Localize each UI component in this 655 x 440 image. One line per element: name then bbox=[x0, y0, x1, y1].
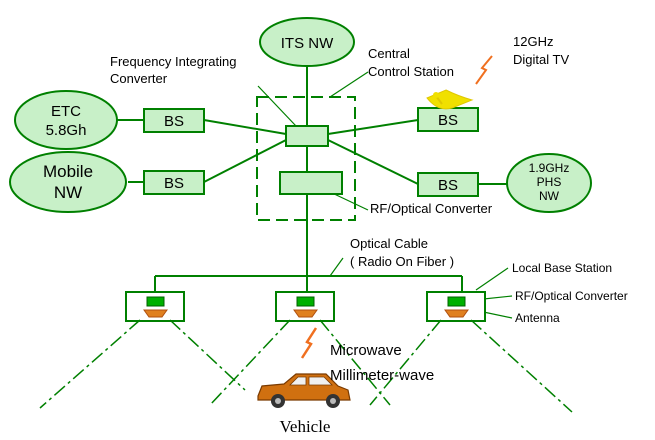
bs-etc: BS bbox=[143, 108, 205, 133]
bs-mobile: BS bbox=[143, 170, 205, 195]
etc-network-label-2: 5.8Gh bbox=[46, 122, 87, 139]
freq-conv-label-2: Converter bbox=[110, 71, 168, 86]
phs-network-label-1: 1.9GHz bbox=[529, 161, 570, 175]
rf-optical-converter-central bbox=[279, 171, 343, 195]
leader-local-bs bbox=[475, 267, 509, 291]
central-label-1: Central bbox=[368, 46, 410, 61]
rf-optical-converter-left bbox=[146, 296, 165, 307]
coverage-beams bbox=[39, 319, 573, 413]
vehicle-label: Vehicle bbox=[280, 417, 331, 436]
connections bbox=[116, 64, 507, 293]
its-network-label: ITS NW bbox=[281, 35, 334, 52]
beam-center-a bbox=[209, 319, 291, 406]
link-bs-converter-etc bbox=[203, 119, 287, 135]
rf-optical-converter-right bbox=[447, 296, 466, 307]
leader-freq-conv bbox=[257, 85, 297, 127]
optical-cable-label-1: Optical Cable bbox=[350, 236, 428, 251]
freq-conv-label-1: Frequency Integrating bbox=[110, 54, 236, 69]
link-converter-bs-tv bbox=[327, 119, 419, 135]
satellite-dish-icon bbox=[426, 89, 474, 110]
bs-phs: BS bbox=[417, 172, 479, 197]
antenna-label: Antenna bbox=[515, 311, 560, 325]
lightning-icon bbox=[300, 327, 318, 359]
central-label-2: Control Station bbox=[368, 64, 454, 79]
local-base-station-label: Local Base Station bbox=[512, 261, 612, 275]
mobile-network-label-1: Mobile bbox=[43, 162, 93, 181]
rf-optical-central-label: RF/Optical Converter bbox=[370, 201, 493, 216]
phs-network: 1.9GHz PHS NW bbox=[506, 153, 592, 213]
millimeter-label: Millimeter-wave bbox=[330, 367, 434, 384]
bs-tv-label: BS bbox=[438, 112, 458, 129]
tv-label-1: 12GHz bbox=[513, 34, 553, 49]
mobile-network: Mobile NW bbox=[9, 151, 127, 213]
beam-left-b bbox=[169, 319, 246, 391]
car-icon bbox=[257, 373, 351, 408]
local-base-station-center bbox=[275, 291, 335, 322]
link-converter-bs-phs bbox=[327, 139, 419, 185]
phs-network-label-3: NW bbox=[539, 189, 560, 203]
antenna-icon bbox=[293, 309, 318, 318]
lightning-icon bbox=[475, 55, 493, 85]
etc-network-label-1: ETC bbox=[51, 103, 81, 120]
optical-cable-label-2: ( Radio On Fiber ) bbox=[350, 254, 454, 269]
beam-right-a bbox=[369, 319, 442, 406]
rf-optical-converter-center bbox=[296, 296, 315, 307]
bs-phs-label: BS bbox=[438, 177, 458, 194]
leader-central bbox=[329, 71, 369, 98]
frequency-integrating-converter bbox=[285, 125, 329, 147]
local-base-station-left bbox=[125, 291, 185, 322]
bs-etc-label: BS bbox=[164, 113, 184, 130]
etc-network: ETC 5.8Gh bbox=[14, 90, 118, 150]
bs-mobile-label: BS bbox=[164, 175, 184, 192]
its-network: ITS NW bbox=[259, 17, 355, 67]
leader-optical-cable bbox=[329, 257, 344, 277]
mobile-network-label-2: NW bbox=[54, 183, 82, 202]
beam-center-b bbox=[319, 319, 391, 406]
tv-label-2: Digital TV bbox=[513, 52, 569, 67]
phs-network-label-2: PHS bbox=[537, 175, 562, 189]
beam-left-a bbox=[39, 319, 141, 409]
local-base-station-right bbox=[426, 291, 486, 322]
rf-optical-local-label: RF/Optical Converter bbox=[515, 289, 628, 303]
central-control-station-box bbox=[256, 96, 356, 221]
antenna-icon bbox=[143, 309, 168, 318]
microwave-label: Microwave bbox=[330, 342, 402, 359]
link-bs-converter-mobile bbox=[203, 139, 287, 183]
bs-tv: BS bbox=[417, 107, 479, 132]
antenna-icon bbox=[444, 309, 469, 318]
beam-right-b bbox=[470, 319, 573, 413]
